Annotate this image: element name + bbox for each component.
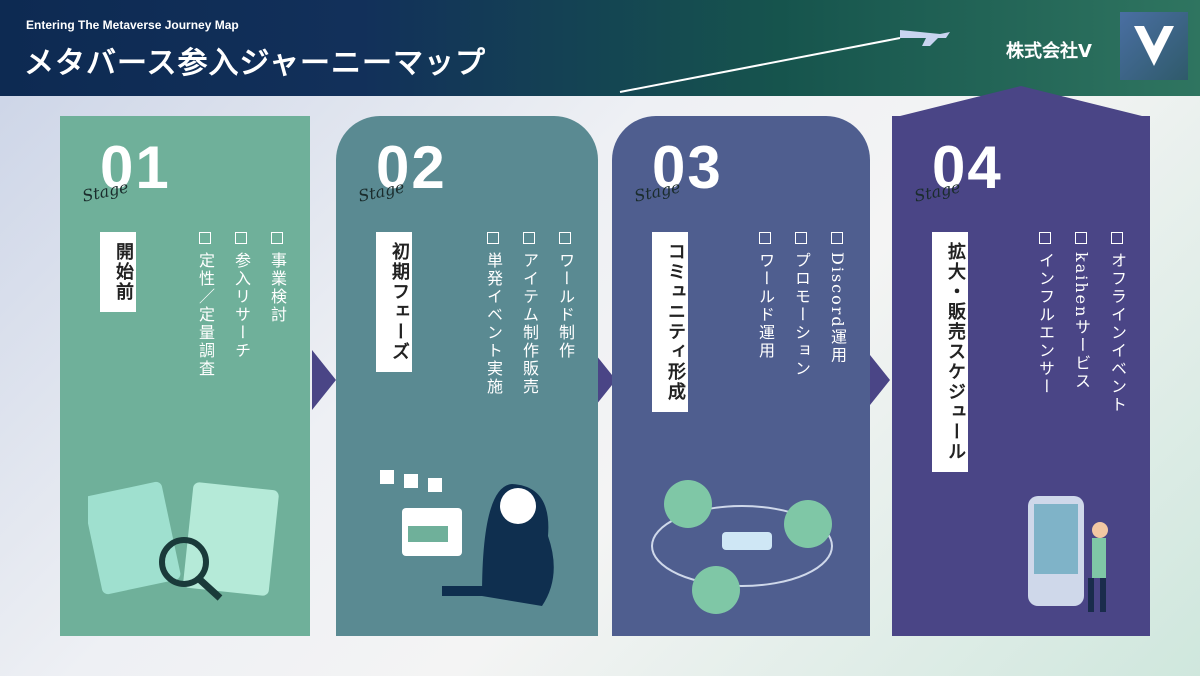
chevron-right-icon: [312, 350, 336, 410]
checkbox-icon: [1039, 232, 1051, 244]
item-list: オフラインイベント kaihenサービス インフルエンサー: [1032, 232, 1130, 414]
stage-label: Stage: [356, 177, 407, 206]
stage-number: 04: [932, 134, 1003, 201]
smartphone-person-icon: [1028, 496, 1108, 612]
checkbox-icon: [271, 232, 283, 244]
checkbox-icon: [523, 232, 535, 244]
documents-magnifier-icon: [88, 481, 279, 601]
page-subtitle: Entering The Metaverse Journey Map: [26, 18, 239, 32]
list-item: 事業検討: [264, 232, 290, 378]
stage-label: Stage: [632, 177, 683, 206]
list-item: 参入リサーチ: [228, 232, 254, 378]
item-list: ワールド制作 アイテム制作販売 単発イベント実施: [480, 232, 578, 396]
company-logo: [1120, 12, 1188, 80]
checkbox-icon: [199, 232, 211, 244]
phase-label: 拡大・販売スケジュール: [932, 232, 968, 472]
checkbox-icon: [559, 232, 571, 244]
list-item: プロモーション: [788, 232, 814, 378]
header-banner: Entering The Metaverse Journey Map メタバース…: [0, 0, 1200, 96]
list-item: ワールド運用: [752, 232, 778, 378]
checkbox-icon: [487, 232, 499, 244]
airplane-icon: [619, 30, 950, 93]
stage-label: Stage: [912, 177, 963, 206]
stage-label: Stage: [80, 177, 131, 206]
item-list: 事業検討 参入リサーチ 定性／定量調査: [192, 232, 290, 378]
checkbox-icon: [831, 232, 843, 244]
phase-label: 開始前: [100, 232, 136, 312]
stage-4-card: 04 Stage 拡大・販売スケジュール オフラインイベント kaihenサービ…: [892, 116, 1150, 636]
stage-number: 02: [376, 134, 447, 201]
checkbox-icon: [235, 232, 247, 244]
phase-label: コミュニティ形成: [652, 232, 688, 412]
list-item: アイテム制作販売: [516, 232, 542, 396]
list-item: Discord運用: [824, 232, 850, 378]
checkbox-icon: [759, 232, 771, 244]
community-network-icon: [651, 480, 833, 614]
company-name: 株式会社V: [1006, 41, 1092, 62]
list-item: 定性／定量調査: [192, 232, 218, 378]
stage-number: 01: [100, 134, 171, 201]
list-item: 単発イベント実施: [480, 232, 506, 396]
list-item: kaihenサービス: [1068, 232, 1094, 414]
woman-working-icon: [380, 470, 554, 606]
checkbox-icon: [795, 232, 807, 244]
item-list: Discord運用 プロモーション ワールド運用: [752, 232, 850, 378]
phase-label: 初期フェーズ: [376, 232, 412, 372]
stage-number: 03: [652, 134, 723, 201]
checkbox-icon: [1111, 232, 1123, 244]
chevron-right-icon: [866, 350, 890, 410]
stage-3-card: 03 Stage コミュニティ形成 Discord運用 プロモーション ワールド…: [612, 116, 870, 636]
stage-4-roof-shape: [892, 86, 1150, 118]
v-logo-icon: [1134, 26, 1174, 66]
stage-2-card: 02 Stage 初期フェーズ ワールド制作 アイテム制作販売 単発イベント実施: [336, 116, 598, 636]
list-item: ワールド制作: [552, 232, 578, 396]
checkbox-icon: [1075, 232, 1087, 244]
stage-1-card: 01 Stage 開始前 事業検討 参入リサーチ 定性／定量調査: [60, 116, 310, 636]
page-title: メタバース参入ジャーニーマップ: [24, 46, 486, 81]
list-item: インフルエンサー: [1032, 232, 1058, 414]
list-item: オフラインイベント: [1104, 232, 1130, 414]
